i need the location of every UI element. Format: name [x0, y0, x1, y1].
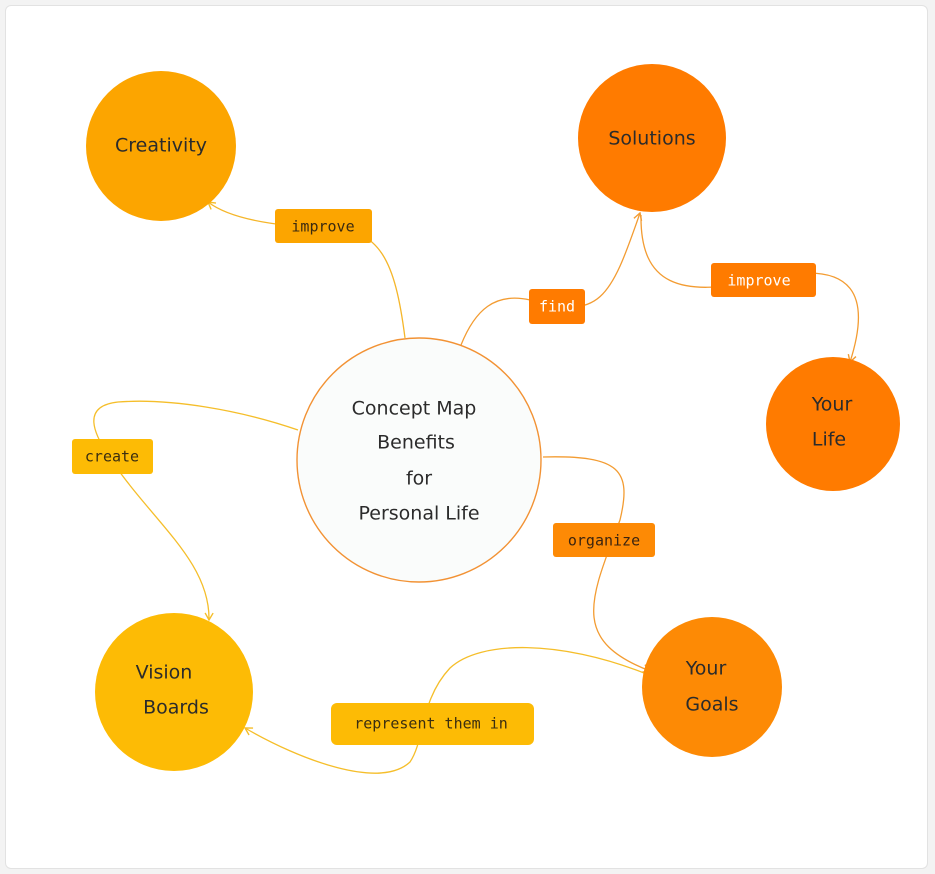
edge-line-organize: [542, 456, 652, 673]
edge-label-organize[interactable]: organize: [553, 523, 655, 557]
edge-label-organize-text: organize: [568, 532, 640, 550]
center-node[interactable]: Concept Map Benefits for Personal Life: [296, 337, 542, 583]
edge-label-improve-life[interactable]: improve: [711, 263, 816, 297]
edge-label-create-text: create: [85, 448, 139, 466]
edge-label-find[interactable]: find: [529, 289, 585, 324]
node-your-life[interactable]: Your Life: [766, 357, 900, 491]
edge-line-create: [93, 400, 299, 622]
node-your-goals[interactable]: Your Goals: [642, 617, 782, 757]
edge-label-improve-creativity-text: improve: [291, 218, 354, 236]
node-your-life-line-2: Life: [812, 429, 846, 451]
node-your-life-line-1: Your: [811, 394, 853, 416]
node-creativity-label: Creativity: [115, 135, 207, 157]
center-line-4: Personal Life: [358, 503, 479, 525]
node-your-goals-line-2: Goals: [685, 694, 738, 716]
edge-label-improve-life-text: improve: [727, 272, 790, 290]
center-line-2: Benefits: [377, 432, 455, 454]
edge-label-represent-text: represent them in: [354, 715, 508, 733]
edge-label-create[interactable]: create: [72, 439, 153, 474]
edge-label-find-text: find: [539, 298, 575, 316]
node-vision-boards-line-1: Vision: [136, 662, 193, 684]
node-solutions[interactable]: Solutions: [578, 64, 726, 212]
edge-line-find: [460, 211, 643, 346]
node-vision-boards-line-2: Boards: [143, 697, 209, 719]
node-creativity[interactable]: Creativity: [86, 71, 236, 221]
node-vision-boards[interactable]: Vision Boards: [95, 613, 253, 771]
edge-label-improve-creativity[interactable]: improve: [275, 209, 372, 243]
center-line-3: for: [406, 468, 432, 490]
center-line-1: Concept Map: [352, 398, 477, 420]
node-your-goals-line-1: Your: [685, 658, 727, 680]
node-solutions-label: Solutions: [608, 128, 695, 150]
edge-label-represent[interactable]: represent them in: [331, 703, 534, 745]
